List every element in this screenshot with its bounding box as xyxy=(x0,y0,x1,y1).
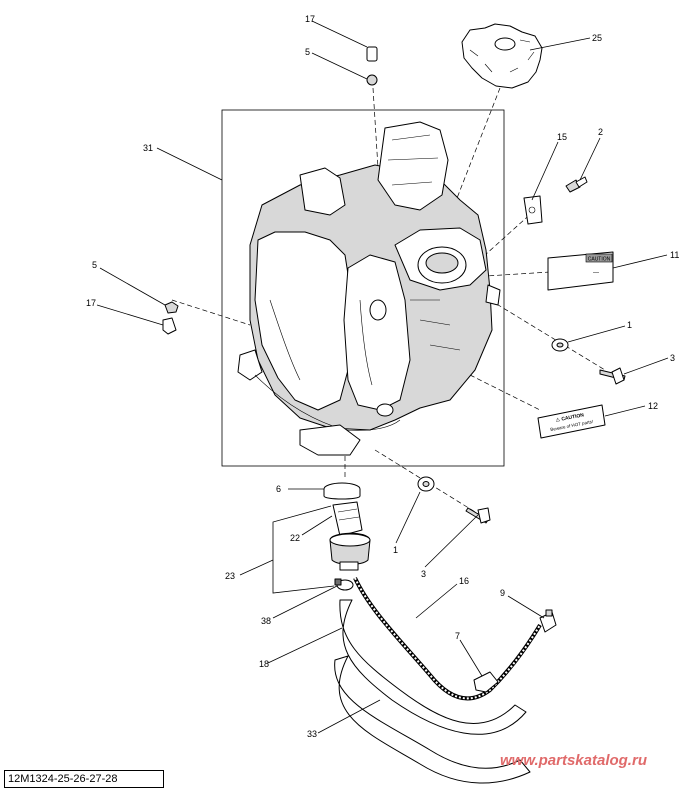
callout-12: 12 xyxy=(648,401,658,411)
callout-25: 25 xyxy=(592,33,602,43)
callout-3-bottom: 3 xyxy=(421,569,426,579)
callout-2: 2 xyxy=(598,127,603,137)
decal-11-body: — xyxy=(593,270,599,276)
hose-33-part xyxy=(334,655,531,784)
filter-part xyxy=(329,501,371,571)
callout-17-top: 17 xyxy=(305,14,315,24)
screw-right-part xyxy=(599,367,626,385)
clamp-part xyxy=(334,578,354,591)
decal-11-title: CAUTION xyxy=(588,257,611,263)
clip-7-part xyxy=(473,671,499,693)
screw-top-part xyxy=(565,176,588,193)
hose-16-part xyxy=(353,577,542,701)
ring-part xyxy=(323,482,361,500)
reference-code: 12M1324-25-26-27-28 xyxy=(4,770,164,788)
callout-labels: 17 5 25 31 15 2 11 5 17 1 3 12 6 22 1 3 … xyxy=(86,14,679,739)
callout-31: 31 xyxy=(143,143,153,153)
fitting-left-part xyxy=(162,301,179,335)
callout-22: 22 xyxy=(290,533,300,543)
callout-5-left: 5 xyxy=(92,260,97,270)
callout-3-right: 3 xyxy=(670,353,675,363)
washer-right-part xyxy=(551,338,569,352)
callout-33: 33 xyxy=(307,729,317,739)
caution-decal-11: CAUTION — xyxy=(547,251,614,291)
hose-18-part xyxy=(339,599,527,735)
callout-5-top: 5 xyxy=(305,47,310,57)
callout-11: 11 xyxy=(670,250,679,260)
warning-decal-12: ⚠ CAUTION Beware of HOT parts! xyxy=(537,404,606,439)
decal-12-line1: ⚠ CAUTION xyxy=(555,412,585,423)
callout-17-left: 17 xyxy=(86,298,96,308)
callout-7: 7 xyxy=(455,631,460,641)
callout-18: 18 xyxy=(259,659,269,669)
callout-15: 15 xyxy=(557,132,567,142)
leader-lines xyxy=(96,20,669,734)
callout-1-bottom: 1 xyxy=(393,545,398,555)
callout-9: 9 xyxy=(500,588,505,598)
assembly-frame xyxy=(221,109,505,467)
watermark: www.partskatalog.ru xyxy=(500,752,647,769)
bracket-part xyxy=(523,195,543,225)
callout-16: 16 xyxy=(459,576,469,586)
callout-6: 6 xyxy=(276,484,281,494)
callout-38: 38 xyxy=(261,616,271,626)
washer-bottom-part xyxy=(417,476,435,492)
callout-1-right: 1 xyxy=(627,320,632,330)
oil-tank-part xyxy=(237,121,501,456)
fitting-9-part xyxy=(539,609,557,633)
filler-cap-part xyxy=(461,23,543,89)
fitting-top-part xyxy=(366,46,378,86)
callout-23: 23 xyxy=(225,571,235,581)
